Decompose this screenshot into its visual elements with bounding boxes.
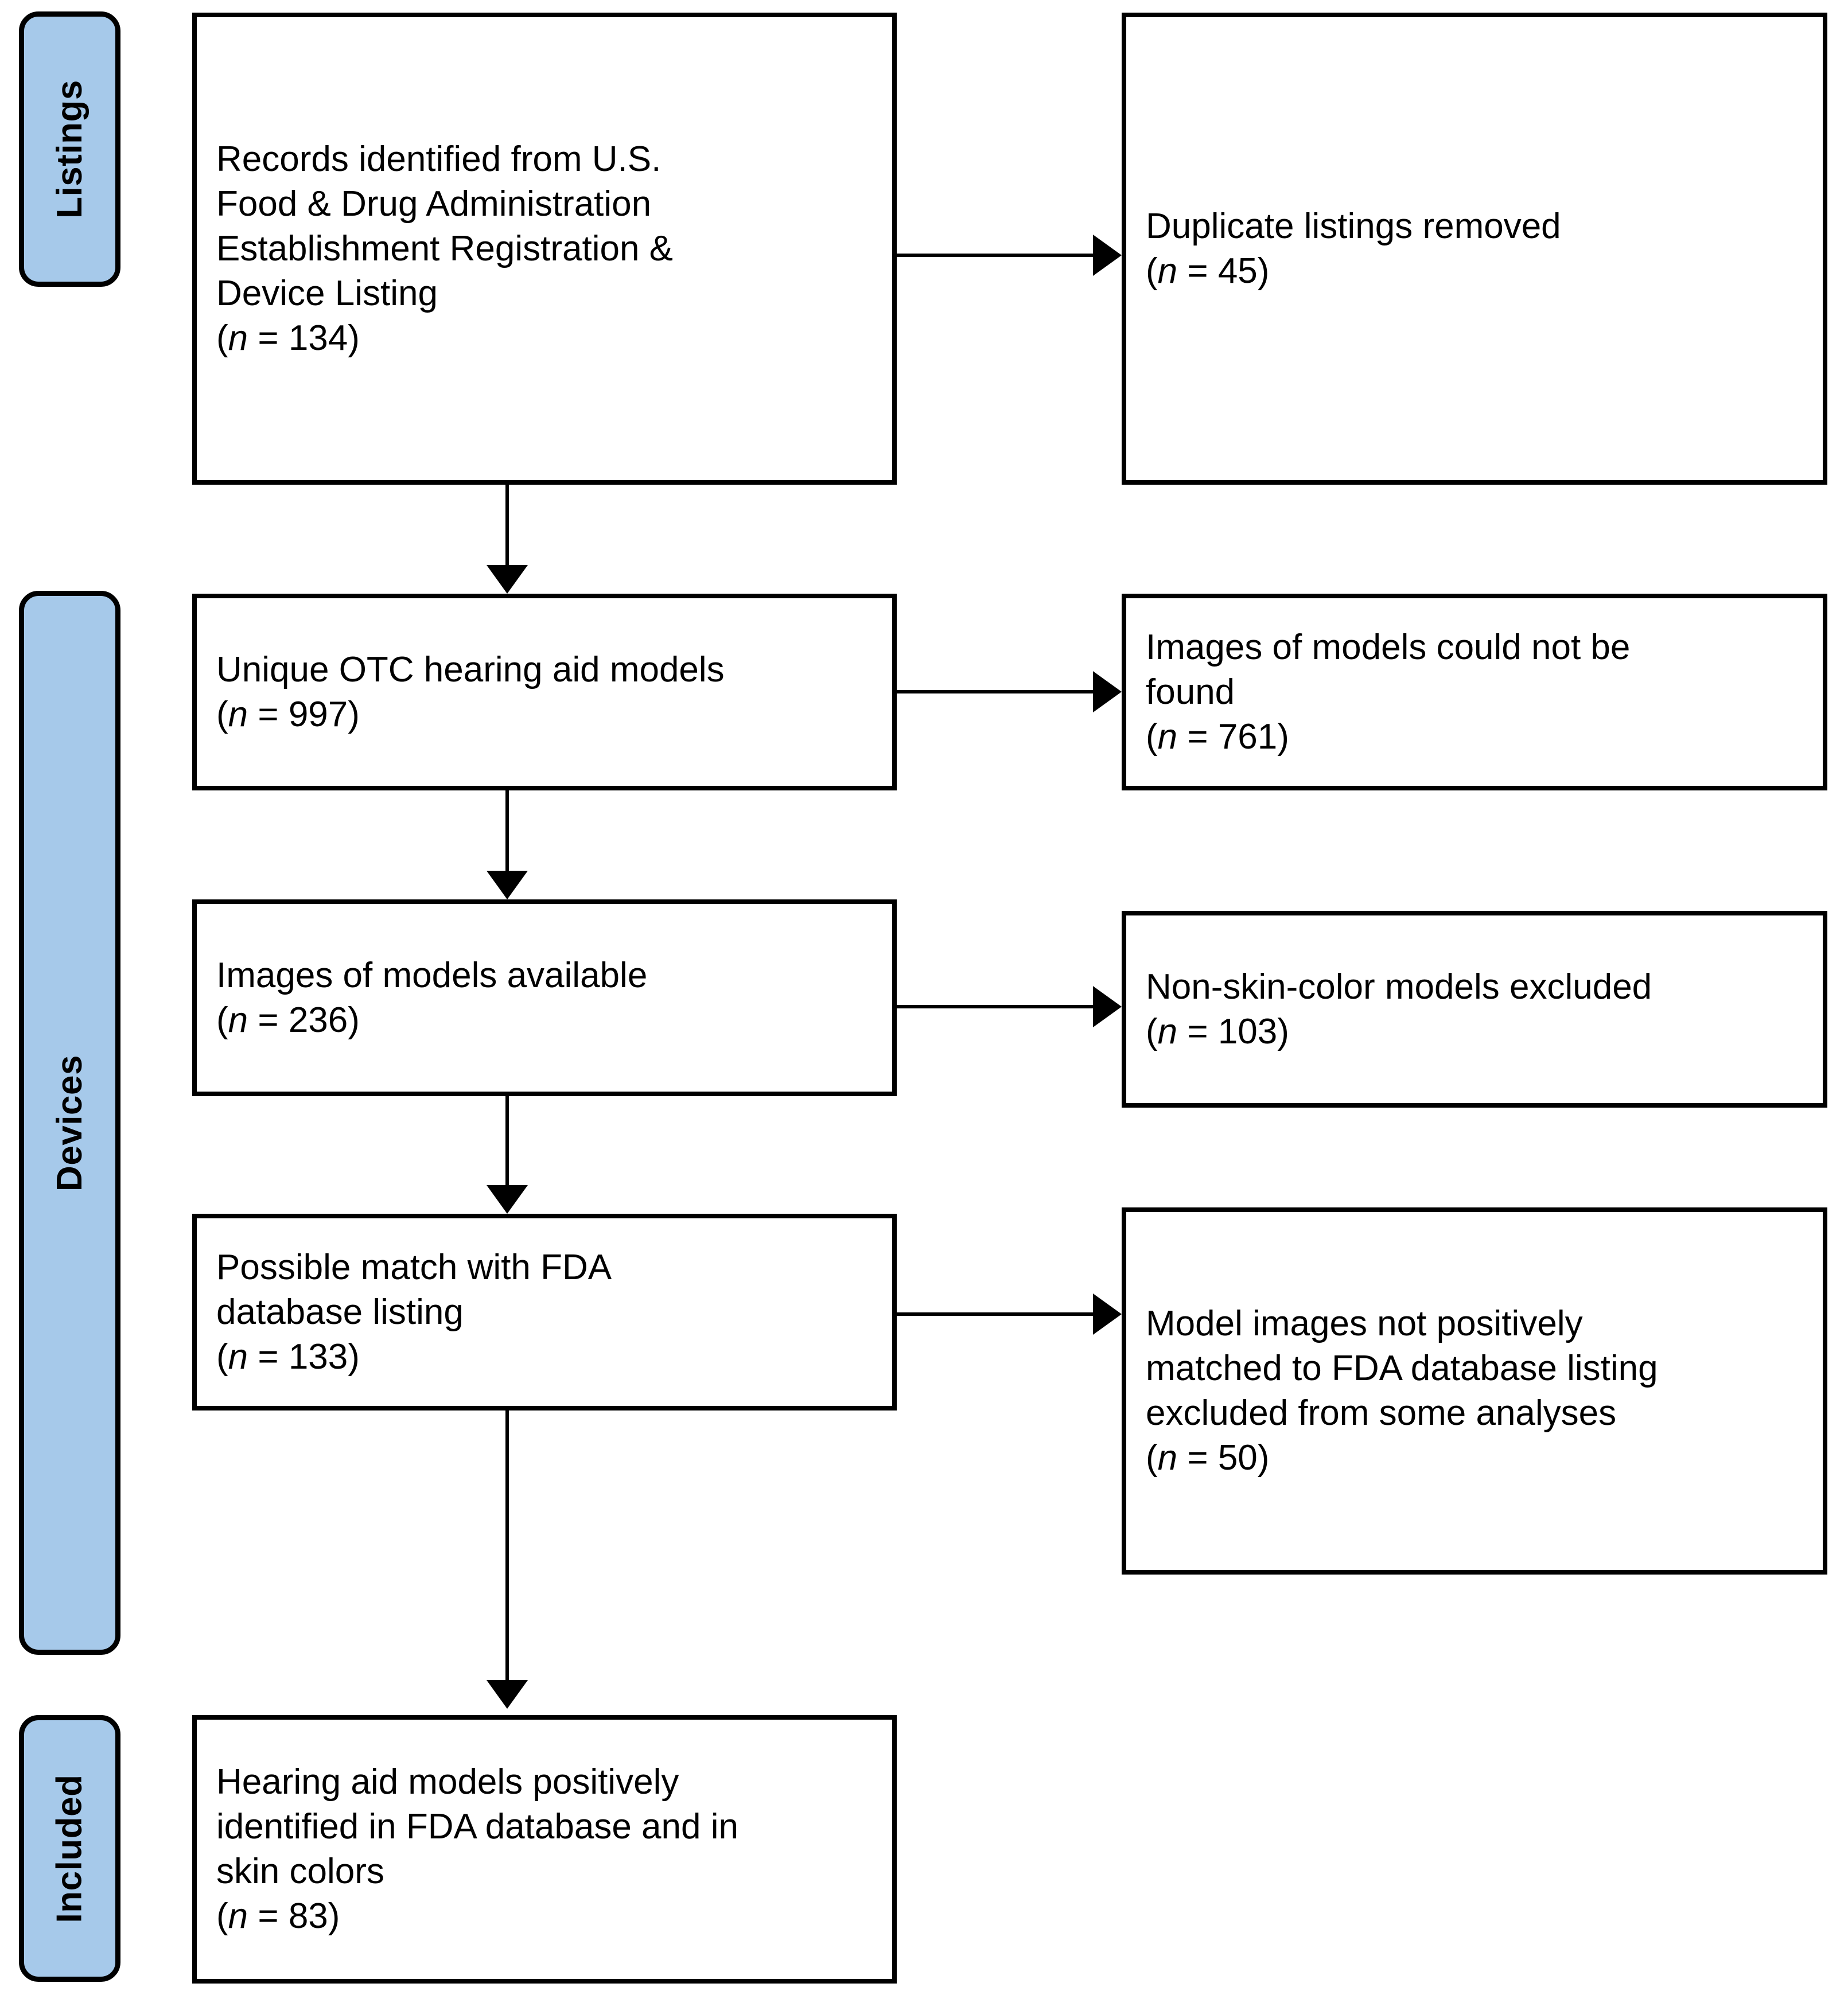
box-unique-models: Unique OTC hearing aid models (n = 997): [192, 594, 897, 790]
count-equals: =: [1177, 1011, 1218, 1051]
box-not-matched-excluded-text: Model images not positively matched to F…: [1146, 1304, 1658, 1433]
count-close-paren: ): [1277, 716, 1289, 757]
count-open-paren: (: [216, 694, 228, 734]
connector-images-available-to-non-skin: [897, 1005, 1093, 1008]
count-equals: =: [1177, 716, 1218, 757]
count-close-paren: ): [348, 318, 360, 358]
count-value: 236: [288, 1000, 348, 1040]
arrowhead-possible-match-to-included: [487, 1680, 528, 1709]
connector-images-available-to-possible-match: [505, 1096, 509, 1185]
box-duplicates-removed-count: (n = 45): [1126, 249, 1823, 294]
arrowhead-images-available-to-non-skin: [1093, 986, 1122, 1027]
stage-pill-included: Included: [19, 1715, 120, 1982]
count-close-paren: ): [348, 1337, 360, 1377]
box-duplicates-removed-text: Duplicate listings removed: [1146, 206, 1561, 246]
count-equals: =: [248, 694, 289, 734]
box-images-not-found: Images of models could not be found (n =…: [1122, 594, 1827, 790]
stage-pill-devices: Devices: [19, 591, 120, 1655]
count-value: 50: [1217, 1438, 1258, 1478]
connector-records-to-unique: [505, 485, 509, 565]
box-included-models: Hearing aid models positively identified…: [192, 1715, 897, 1984]
box-unique-models-count: (n = 997): [197, 692, 892, 737]
box-non-skin-excluded-count: (n = 103): [1126, 1010, 1823, 1054]
connector-possible-match-to-not-matched: [897, 1312, 1093, 1316]
box-images-available-count: (n = 236): [197, 998, 892, 1043]
count-n-symbol: n: [228, 694, 248, 734]
box-images-available-text: Images of models available: [216, 955, 648, 995]
count-open-paren: (: [216, 318, 228, 358]
count-value: 103: [1217, 1011, 1278, 1051]
count-equals: =: [1177, 1438, 1218, 1478]
count-close-paren: ): [1257, 251, 1270, 291]
box-not-matched-excluded: Model images not positively matched to F…: [1122, 1207, 1827, 1575]
count-value: 997: [288, 694, 348, 734]
stage-label-devices: Devices: [49, 1054, 90, 1191]
count-equals: =: [248, 1000, 289, 1040]
count-equals: =: [248, 1896, 289, 1936]
arrowhead-unique-to-images-not-found: [1093, 671, 1122, 712]
count-close-paren: ): [348, 694, 360, 734]
count-open-paren: (: [1146, 716, 1158, 757]
arrowhead-records-to-duplicates: [1093, 235, 1122, 276]
arrowhead-possible-match-to-not-matched: [1093, 1293, 1122, 1335]
box-included-models-count: (n = 83): [197, 1894, 892, 1939]
count-value: 761: [1217, 716, 1278, 757]
connector-possible-match-to-included: [505, 1410, 509, 1680]
count-equals: =: [248, 318, 289, 358]
arrowhead-images-available-to-possible-match: [487, 1185, 528, 1214]
box-possible-match-count: (n = 133): [197, 1335, 892, 1380]
box-possible-match: Possible match with FDA database listing…: [192, 1214, 897, 1410]
box-images-not-found-count: (n = 761): [1126, 715, 1823, 759]
stage-label-included: Included: [49, 1774, 90, 1923]
count-n-symbol: n: [228, 1896, 248, 1936]
count-value: 83: [288, 1896, 328, 1936]
arrowhead-unique-to-images-available: [487, 871, 528, 899]
box-images-not-found-text: Images of models could not be found: [1146, 627, 1631, 712]
box-images-available: Images of models available (n = 236): [192, 899, 897, 1096]
count-open-paren: (: [1146, 1011, 1158, 1051]
count-open-paren: (: [1146, 1438, 1158, 1478]
box-records-identified-text: Records identified from U.S. Food & Drug…: [216, 139, 674, 313]
box-included-models-text: Hearing aid models positively identified…: [216, 1762, 738, 1891]
count-equals: =: [248, 1337, 289, 1377]
count-open-paren: (: [216, 1337, 228, 1377]
count-open-paren: (: [216, 1896, 228, 1936]
count-n-symbol: n: [1157, 1011, 1178, 1051]
arrowhead-records-to-unique: [487, 565, 528, 594]
count-close-paren: ): [1257, 1438, 1270, 1478]
count-equals: =: [1177, 251, 1218, 291]
count-open-paren: (: [1146, 251, 1158, 291]
count-n-symbol: n: [228, 1337, 248, 1377]
box-non-skin-excluded: Non-skin-color models excluded (n = 103): [1122, 911, 1827, 1108]
count-close-paren: ): [348, 1000, 360, 1040]
box-not-matched-excluded-count: (n = 50): [1126, 1436, 1823, 1480]
box-records-identified: Records identified from U.S. Food & Drug…: [192, 13, 897, 485]
stage-label-listings: Listings: [49, 80, 90, 219]
count-value: 45: [1217, 251, 1258, 291]
count-open-paren: (: [216, 1000, 228, 1040]
box-records-identified-count: (n = 134): [197, 316, 892, 361]
connector-records-to-duplicates: [897, 254, 1093, 257]
connector-unique-to-images-not-found: [897, 690, 1093, 693]
box-possible-match-text: Possible match with FDA database listing: [216, 1247, 612, 1332]
count-close-paren: ): [1277, 1011, 1289, 1051]
connector-unique-to-images-available: [505, 790, 509, 871]
box-duplicates-removed: Duplicate listings removed (n = 45): [1122, 13, 1827, 485]
count-n-symbol: n: [1157, 251, 1178, 291]
box-non-skin-excluded-text: Non-skin-color models excluded: [1146, 967, 1652, 1007]
stage-pill-listings: Listings: [19, 11, 120, 287]
count-n-symbol: n: [228, 318, 248, 358]
count-n-symbol: n: [1157, 1438, 1178, 1478]
count-value: 133: [288, 1337, 348, 1377]
count-n-symbol: n: [228, 1000, 248, 1040]
count-value: 134: [288, 318, 348, 358]
count-close-paren: ): [328, 1896, 340, 1936]
box-unique-models-text: Unique OTC hearing aid models: [216, 649, 725, 689]
count-n-symbol: n: [1157, 716, 1178, 757]
